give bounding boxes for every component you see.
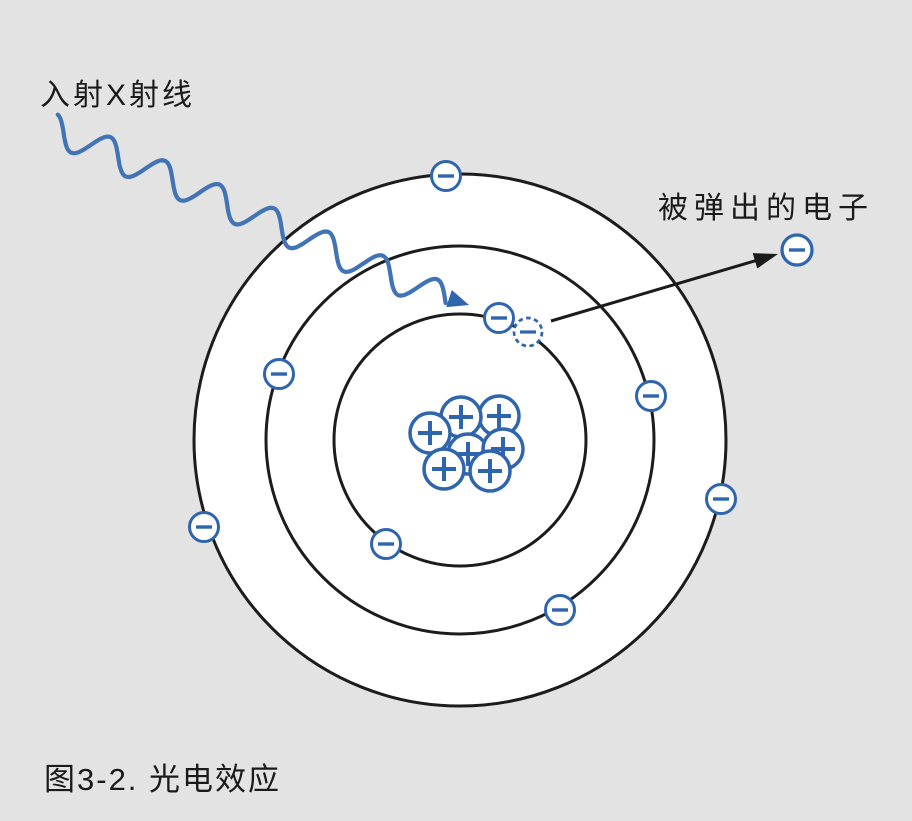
electron-icon — [544, 594, 576, 626]
incident-xray-label: 入射X射线 — [40, 79, 196, 112]
proton-icon — [408, 411, 452, 455]
xray-arrowhead-icon — [446, 289, 469, 308]
electron-icon — [430, 160, 462, 192]
electron-icon — [705, 483, 737, 515]
electron-icon — [483, 302, 515, 334]
electron-icon — [635, 380, 667, 412]
proton-icon — [422, 447, 466, 491]
ejected-electron-label: 被弹出的电子 — [658, 192, 874, 225]
xray-wave — [55, 112, 448, 306]
ejection-arrowhead-icon — [752, 253, 778, 269]
electron-icon — [188, 511, 220, 543]
proton-icon — [468, 449, 512, 493]
middle-shell-circle — [264, 244, 656, 636]
vacancy-electron-icon — [512, 316, 544, 348]
proton-icon — [439, 395, 483, 439]
electron-icon — [263, 358, 295, 390]
figure-caption: 图3-2. 光电效应 — [44, 762, 282, 797]
ejection-arrow-line — [550, 257, 763, 323]
electron-icon — [370, 528, 402, 560]
inner-shell-circle — [332, 312, 588, 568]
ejected-electron-icon — [780, 233, 814, 267]
